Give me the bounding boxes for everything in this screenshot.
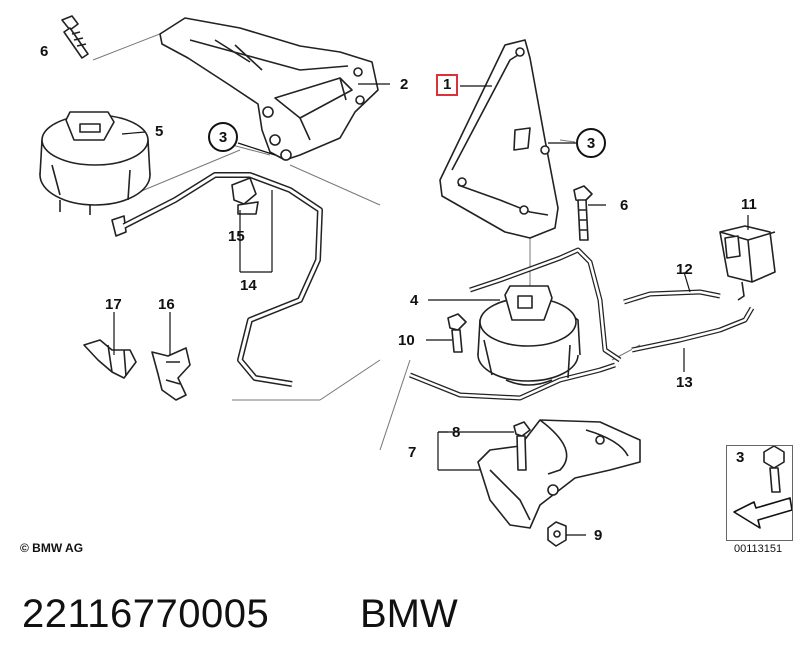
label-6-right: 6 xyxy=(620,197,629,214)
clip-15 xyxy=(231,177,259,215)
clip-17 xyxy=(83,339,137,379)
label-16: 16 xyxy=(158,296,175,313)
bolt-6-right xyxy=(573,185,593,241)
label-leaders xyxy=(113,83,749,536)
image-code: 00113151 xyxy=(734,543,783,555)
inset-arrow xyxy=(733,497,793,529)
label-13: 13 xyxy=(676,374,693,391)
label-3-right: 3 xyxy=(576,128,606,158)
brand-name: BMW xyxy=(360,592,458,636)
parts-diagram: 6 2 1 3 3 5 6 11 15 14 12 4 17 16 10 13 … xyxy=(39,15,793,547)
nut-9 xyxy=(547,521,567,547)
label-7: 7 xyxy=(408,444,417,461)
copyright-text: © BMW AG xyxy=(20,541,84,555)
hose-12 xyxy=(623,289,721,305)
label-10: 10 xyxy=(398,332,415,349)
engine-mount-4 xyxy=(477,285,581,386)
bolt-6-top-left xyxy=(61,15,89,59)
label-2: 2 xyxy=(400,76,409,93)
hose-14 xyxy=(122,172,323,387)
bracket-2 xyxy=(159,17,379,161)
label-5: 5 xyxy=(155,123,164,140)
bracket-7 xyxy=(477,419,641,529)
bolt-8 xyxy=(513,421,531,471)
label-8: 8 xyxy=(452,424,461,441)
inset-label-3: 3 xyxy=(736,449,745,466)
inset-bolt-3 xyxy=(763,445,785,493)
label-17: 17 xyxy=(105,296,122,313)
hose-right xyxy=(409,247,622,401)
label-14: 14 xyxy=(240,277,257,294)
diagram-drawing xyxy=(39,15,793,547)
part-number: 22116770005 xyxy=(22,592,270,636)
engine-mount-5 xyxy=(39,111,151,237)
hose-13 xyxy=(631,306,755,353)
label-1-highlighted: 1 xyxy=(436,74,459,96)
clip-16 xyxy=(151,347,191,401)
label-12: 12 xyxy=(676,261,693,278)
bracket-1-highlighted xyxy=(439,39,559,239)
inset-box xyxy=(726,445,793,541)
label-9: 9 xyxy=(594,527,603,544)
valve-11 xyxy=(719,225,776,301)
label-6-top: 6 xyxy=(40,43,49,60)
label-4: 4 xyxy=(410,292,419,309)
label-15: 15 xyxy=(228,228,245,245)
label-3-left: 3 xyxy=(208,122,238,152)
label-11: 11 xyxy=(741,196,757,213)
bolt-10 xyxy=(447,313,467,353)
